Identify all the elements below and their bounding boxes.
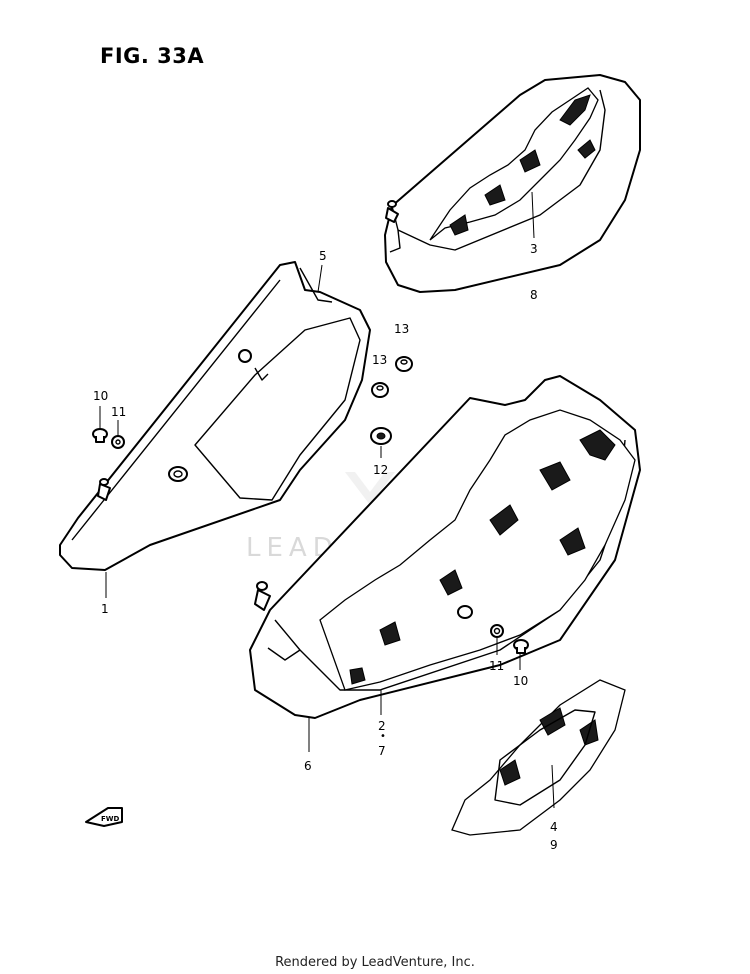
washer-left[interactable] (111, 435, 125, 449)
callout-3: 3 (530, 242, 538, 256)
leader-lines (99, 191, 555, 809)
callout-13-upper: 13 (394, 322, 409, 336)
grommet-13-lower[interactable] (371, 382, 389, 398)
callout-4: 4 (550, 820, 558, 834)
callout-8: 8 (530, 288, 538, 302)
callout-7: 7 (378, 744, 386, 758)
callout-5: 5 (319, 249, 327, 263)
callout-6: 6 (304, 759, 312, 773)
callout-13-lower: 13 (372, 353, 387, 367)
callout-11-left: 11 (111, 405, 126, 419)
grommet-12[interactable] (370, 427, 392, 445)
callout-2-dot: • (380, 731, 386, 742)
fwd-label: FWD (101, 815, 120, 823)
callout-10-right: 10 (513, 674, 528, 688)
screw-right[interactable] (513, 639, 529, 654)
callout-9: 9 (550, 838, 558, 852)
screw-left[interactable] (92, 428, 108, 443)
side-cover-lower[interactable] (249, 375, 641, 719)
callout-11-right: 11 (489, 659, 504, 673)
side-cover-left[interactable] (59, 261, 371, 571)
callout-labels: 1 2 7 • 3 8 4 9 5 6 10 10 11 11 12 13 13 (93, 242, 558, 852)
grommet-13-upper[interactable] (395, 356, 413, 372)
fwd-arrow-icon: FWD (85, 807, 123, 827)
side-cover-upper[interactable] (384, 74, 641, 293)
emblem-decal[interactable] (451, 679, 626, 836)
callout-10-left: 10 (93, 389, 108, 403)
figure-title: FIG. 33A (100, 44, 205, 68)
callout-12: 12 (373, 463, 388, 477)
callout-2: 2 (378, 719, 386, 733)
callout-1: 1 (101, 602, 109, 616)
footer-credit: Rendered by LeadVenture, Inc. (275, 955, 475, 970)
watermark-logo (345, 472, 395, 505)
